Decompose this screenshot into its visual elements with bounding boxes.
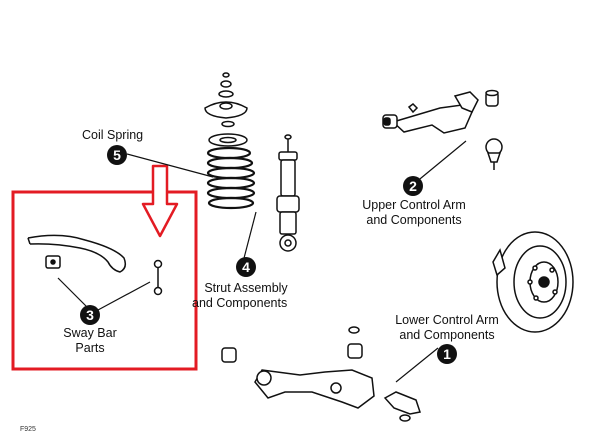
- label-upper-control-arm-line2: and Components: [366, 213, 462, 227]
- label-coil-spring: Coil Spring: [82, 128, 144, 142]
- badge-lower-control-arm: 1: [437, 344, 457, 364]
- red-arrow-icon: [141, 164, 179, 238]
- strut-mount-stack: [204, 72, 248, 147]
- strut-drawing: [276, 134, 300, 252]
- badge-coil-spring: 5: [107, 145, 127, 165]
- rotor-hub-drawing: [492, 231, 574, 333]
- badge-strut-assembly: 4: [236, 257, 256, 277]
- leader-lines: [57, 140, 467, 383]
- badge-sway-bar: 3: [80, 305, 100, 325]
- label-lower-control-arm-line2: and Components: [399, 328, 495, 342]
- upper-control-arm-drawing: [382, 89, 503, 170]
- label-sway-bar-line2: Parts: [75, 341, 105, 355]
- coil-spring-drawing: [206, 146, 256, 210]
- label-upper-control-arm-line1: Upper Control Arm: [362, 198, 466, 212]
- label-strut-assembly-line2: and Components: [192, 296, 288, 310]
- badge-upper-control-arm: 2: [403, 176, 423, 196]
- label-lower-control-arm-line1: Lower Control Arm: [395, 313, 499, 327]
- label-strut-assembly-line1: Strut Assembly: [204, 281, 288, 295]
- sway-bar-drawing: [27, 234, 163, 296]
- figure-code: F925: [20, 426, 36, 433]
- highlight-box: [11, 190, 198, 371]
- lower-control-arm-drawing: [221, 326, 421, 422]
- label-sway-bar-line1: Sway Bar: [63, 326, 117, 340]
